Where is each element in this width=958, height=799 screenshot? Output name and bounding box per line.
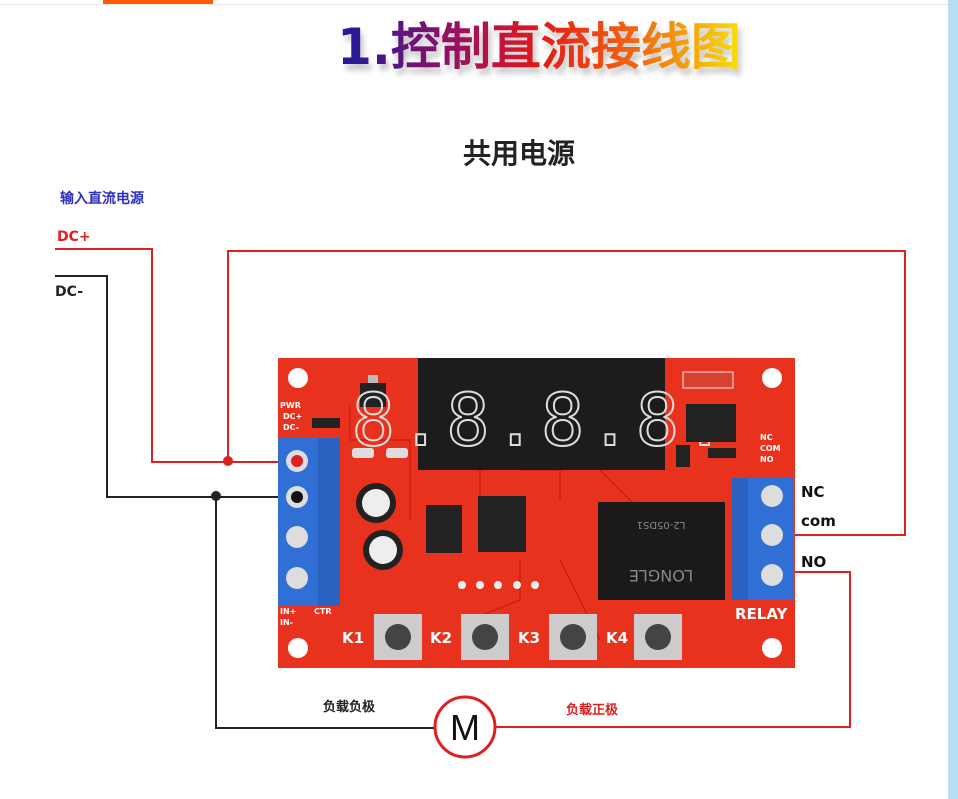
button-label: K3: [518, 629, 540, 647]
relay: [598, 502, 725, 600]
silk-ctr: CTR: [314, 607, 332, 616]
terminal-screw-nc: [761, 485, 783, 507]
wire-load-negative: [215, 496, 435, 729]
load-negative-label: 负载负极: [323, 699, 376, 715]
terminal-screw-com: [761, 524, 783, 546]
voltage-regulator: [360, 383, 386, 407]
subtitle: 共用电源: [463, 137, 575, 170]
terminal-screw-in-plus: [286, 526, 308, 548]
button-k3[interactable]: K3: [518, 614, 597, 660]
motor-icon: [433, 695, 497, 759]
motor: M: [433, 695, 497, 759]
button-k4[interactable]: K4: [606, 614, 682, 660]
silk-dc-minus: DC-: [283, 423, 299, 432]
load-positive-label: 负载正极: [566, 702, 619, 718]
power-input-label: 输入直流电源: [60, 190, 144, 207]
silk-nc: NC: [760, 433, 773, 442]
nc-label: NC: [801, 483, 825, 501]
relay-module-board: 8.8.8.8. LONGLE L2-05DS1 PWR: [278, 358, 795, 668]
silk-com: COM: [760, 444, 781, 453]
junction-minus: [211, 491, 221, 501]
seven-segment-display: [418, 358, 665, 470]
button-label: K2: [430, 629, 452, 647]
dc-plus-label: DC+: [57, 229, 91, 245]
silk-dc-plus: DC+: [283, 412, 302, 421]
silk-relay: RELAY: [735, 605, 789, 623]
dc-minus-label: DC-: [55, 284, 83, 300]
microcontroller-chip: [478, 496, 526, 552]
optocoupler-relay: [686, 404, 736, 442]
display-digits: 8.8.8.8.: [352, 378, 731, 462]
right-scroll-strip[interactable]: [948, 0, 958, 799]
silk-no: NO: [760, 455, 774, 464]
top-divider: [0, 4, 948, 5]
button-label: K1: [342, 629, 364, 647]
page-title: 1.控制直流接线图: [337, 18, 741, 76]
wire-shared-plus: [227, 250, 906, 536]
com-label: com: [801, 512, 836, 530]
silk-in-minus: IN-: [280, 618, 293, 627]
button-label: K4: [606, 629, 628, 647]
wire-dc-plus: [55, 248, 296, 463]
relay-brand: LONGLE: [629, 566, 693, 585]
silk-in-plus: IN+: [280, 607, 296, 616]
wire-load-positive: [495, 571, 851, 728]
no-label: NO: [801, 553, 826, 571]
terminal-screw-in-minus: [286, 567, 308, 589]
wire-dc-minus: [55, 275, 296, 498]
relay-model: L2-05DS1: [637, 519, 686, 530]
top-accent-bar: [103, 0, 213, 4]
optocoupler: [426, 505, 462, 553]
button-k2[interactable]: K2: [430, 614, 509, 660]
junction-plus: [223, 456, 233, 466]
motor-label: M: [450, 707, 480, 748]
terminal-screw-no: [761, 564, 783, 586]
silk-pwr: PWR: [280, 401, 301, 410]
button-k1[interactable]: K1: [342, 614, 422, 660]
